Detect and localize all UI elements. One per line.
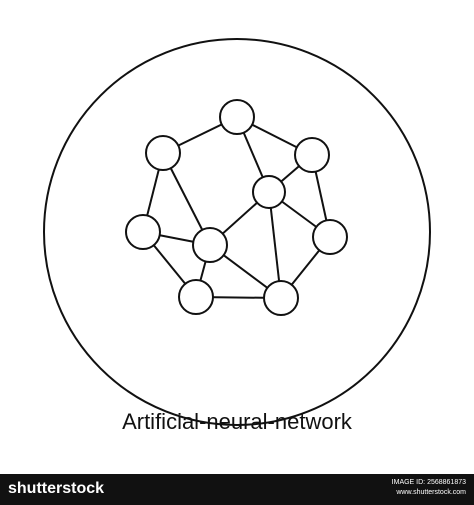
node: [294, 137, 330, 173]
node: [178, 279, 214, 315]
node: [125, 214, 161, 250]
node: [252, 175, 286, 209]
node: [219, 99, 255, 135]
caption: Artificial-neural-network: [122, 409, 352, 434]
image-meta: IMAGE ID: 2568861873 www.shutterstock.co…: [392, 478, 466, 498]
outer-circle: [43, 38, 431, 426]
site-url: www.shutterstock.com: [396, 489, 466, 496]
node: [312, 219, 348, 255]
node: [192, 227, 228, 263]
network-nodes: [125, 99, 348, 316]
node: [145, 135, 181, 171]
artificial-neural-network-icon: [43, 38, 431, 426]
footer-bar: shutterstock IMAGE ID: 2568861873 www.sh…: [0, 474, 474, 505]
node: [263, 280, 299, 316]
brand-logo: shutterstock: [8, 480, 105, 497]
image-id: IMAGE ID: 2568861873: [391, 479, 466, 486]
